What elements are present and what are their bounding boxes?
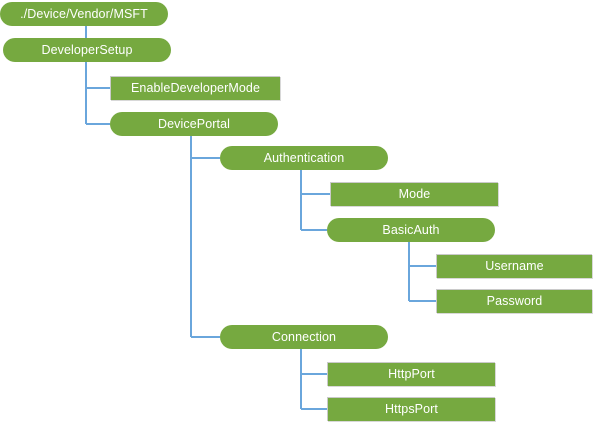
node-connection[interactable]: Connection: [220, 325, 388, 349]
node-enabledevelopermode-label: EnableDeveloperMode: [130, 81, 261, 96]
node-mode[interactable]: Mode: [330, 182, 498, 206]
node-username[interactable]: Username: [436, 254, 592, 278]
node-connection-label: Connection: [271, 329, 337, 344]
node-basicauth[interactable]: BasicAuth: [327, 218, 495, 242]
node-password-label: Password: [486, 294, 543, 309]
node-password[interactable]: Password: [436, 289, 592, 313]
node-authentication[interactable]: Authentication: [220, 146, 388, 170]
node-basicauth-label: BasicAuth: [382, 222, 440, 237]
node-httpsport-label: HttpsPort: [385, 402, 438, 417]
node-username-label: Username: [485, 259, 544, 274]
node-root-label: ./Device/Vendor/MSFT: [20, 6, 148, 21]
node-httpport-label: HttpPort: [388, 367, 435, 382]
node-deviceportal[interactable]: DevicePortal: [110, 112, 278, 136]
node-deviceportal-label: DevicePortal: [157, 116, 231, 131]
node-httpport[interactable]: HttpPort: [327, 362, 495, 386]
node-mode-label: Mode: [398, 187, 431, 202]
node-developersetup-label: DeveloperSetup: [41, 42, 133, 57]
node-developersetup[interactable]: DeveloperSetup: [3, 38, 171, 62]
node-httpsport[interactable]: HttpsPort: [327, 397, 495, 421]
node-authentication-label: Authentication: [263, 150, 345, 165]
node-enabledevelopermode[interactable]: EnableDeveloperMode: [110, 76, 280, 100]
node-root[interactable]: ./Device/Vendor/MSFT: [0, 2, 168, 26]
